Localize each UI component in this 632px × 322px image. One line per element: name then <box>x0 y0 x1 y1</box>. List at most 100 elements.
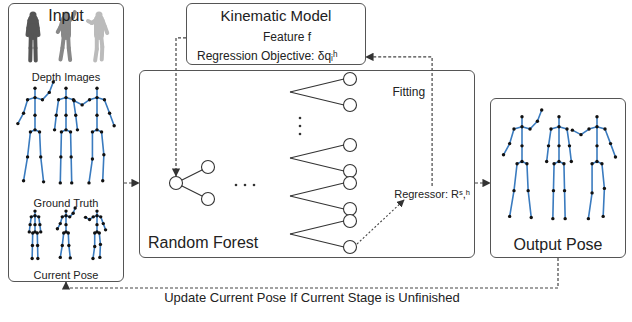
skeleton-joint <box>88 98 91 101</box>
skeleton-joint <box>603 127 606 130</box>
skeleton-bone <box>56 100 58 116</box>
ellipsis-dot <box>299 133 302 136</box>
skeleton-joint <box>557 115 560 118</box>
skeleton-joint <box>102 153 105 156</box>
skeleton-joint <box>33 223 36 226</box>
skeleton-bone <box>552 191 554 219</box>
skeleton-joint <box>84 216 87 219</box>
skeleton-joint <box>30 215 33 218</box>
skeleton-joint <box>552 162 555 165</box>
skeleton-bone <box>596 146 598 162</box>
skeleton-joint <box>530 216 533 219</box>
skeleton-joint <box>22 179 25 182</box>
skeleton-joint <box>526 189 529 192</box>
skeleton-joint <box>69 155 72 158</box>
text-slot: Random Forest <box>148 234 258 252</box>
skeleton-joint <box>33 87 36 90</box>
skeleton-joint <box>91 257 94 260</box>
skeleton-bone <box>521 146 523 162</box>
tree-node <box>202 161 215 174</box>
skeleton-bone <box>40 132 41 157</box>
skeleton-joint <box>33 214 36 217</box>
text-slot: Regression Objective: δqᵢʰ <box>197 46 338 64</box>
skeleton-joint <box>64 114 67 117</box>
skeleton-joint <box>55 114 58 117</box>
skeleton-joint <box>95 87 98 90</box>
skeleton-joint <box>563 217 566 220</box>
skeleton-joint <box>103 98 106 101</box>
skeleton-joint <box>29 130 32 133</box>
skeleton-bone <box>24 157 28 181</box>
skeleton-bone <box>510 191 514 217</box>
input-panel: InputDepth ImagesGround TruthCurrent Pos… <box>8 3 124 282</box>
skeleton-joint <box>600 162 603 165</box>
tree-branch <box>290 145 344 158</box>
skeleton-joint <box>69 256 72 259</box>
tree-node <box>170 177 183 190</box>
skeleton-bone <box>24 100 28 114</box>
skeleton-joint <box>71 212 74 215</box>
skeleton-joint <box>549 127 552 130</box>
skeleton-joint <box>41 98 44 101</box>
skeleton-bone <box>37 245 39 258</box>
skeleton-joint <box>545 160 548 163</box>
skeleton-bone <box>60 245 62 257</box>
skeleton-bone <box>65 115 67 130</box>
skeleton-joint <box>587 217 590 220</box>
skeleton-bone <box>93 246 95 258</box>
tree-branch <box>290 183 344 196</box>
skeleton-joint <box>557 144 560 147</box>
tree-node <box>344 139 357 152</box>
silhouette-limb <box>95 49 97 61</box>
skeleton-bone <box>596 127 598 146</box>
node-title: Input <box>48 7 84 25</box>
skeleton-joint <box>104 228 107 231</box>
text-slot: Current Pose <box>9 265 123 283</box>
skeleton-figure <box>72 87 115 185</box>
skeleton-bone <box>563 164 565 191</box>
skeleton-joint <box>48 91 51 94</box>
skeleton-joint <box>59 155 62 158</box>
skeleton-bone <box>59 157 61 183</box>
tree-node <box>344 177 357 190</box>
ellipsis-dot <box>253 184 256 187</box>
skeleton-bone <box>36 233 38 245</box>
skeleton-bone <box>70 157 72 183</box>
skeleton-joint <box>69 130 72 133</box>
skeleton-joint <box>61 244 64 247</box>
skeleton-joint <box>56 227 59 230</box>
skeleton-bone <box>28 132 31 157</box>
silhouette-limb <box>94 28 104 35</box>
skeleton-joint <box>16 122 19 125</box>
skeleton-joint <box>38 130 41 133</box>
skeleton-joint <box>525 162 528 165</box>
skeleton-joint <box>31 244 34 247</box>
skeleton-joint <box>76 128 79 131</box>
skeleton-bone <box>528 191 531 218</box>
skeleton-joint <box>64 128 67 131</box>
skeleton-joint <box>38 223 41 226</box>
skeleton-joint <box>614 155 617 158</box>
skeleton-joint <box>520 160 523 163</box>
tree-node <box>344 73 357 86</box>
silhouette-limb <box>28 48 32 61</box>
skeleton-joint <box>70 181 73 184</box>
text-slot: Depth Images <box>9 67 123 85</box>
skeleton-joint <box>528 127 531 130</box>
silhouette-limb <box>105 27 107 33</box>
skeleton-bone <box>553 164 555 191</box>
skeleton-joint <box>31 231 34 234</box>
skeleton-bone <box>34 115 36 130</box>
skeleton-joint <box>42 180 45 183</box>
skeleton-figure <box>16 80 55 183</box>
skeleton-bone <box>558 127 560 146</box>
skeleton-figure <box>545 115 573 220</box>
skeleton-joint <box>95 114 98 117</box>
text-slot: Kinematic Model <box>187 7 365 25</box>
skeleton-figure <box>56 206 77 259</box>
skeleton-bone <box>60 132 62 157</box>
node-title: Random Forest <box>148 234 258 252</box>
silhouette-limb <box>61 48 63 60</box>
ellipsis-dot <box>235 184 238 187</box>
skeleton-bone <box>104 100 109 114</box>
